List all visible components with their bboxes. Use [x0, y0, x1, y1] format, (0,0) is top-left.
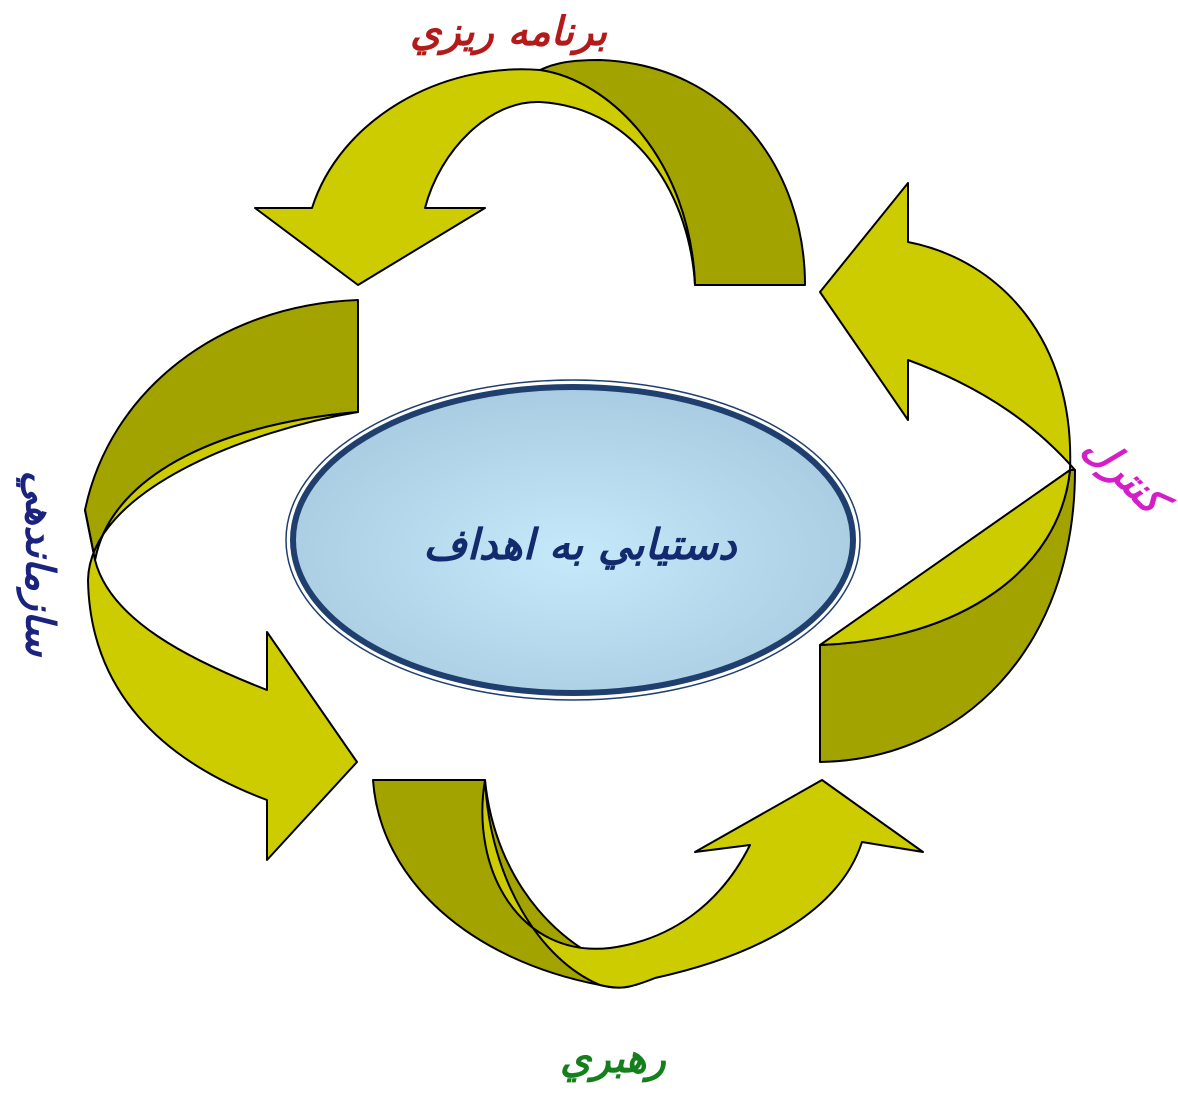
right-arrow	[819, 182, 1076, 763]
bottom-arrow	[372, 779, 924, 989]
left-arrow	[84, 299, 359, 861]
top-arrow	[254, 59, 806, 286]
organizing-label: سازماندهي	[16, 470, 64, 657]
center-goal-text: دستيابي به اهداف	[423, 520, 737, 569]
leading-label: رهبري	[560, 1035, 666, 1082]
center-ellipse	[285, 379, 861, 701]
bottom-arrow-front	[481, 779, 924, 989]
planning-label: برنامه ريزي	[410, 8, 608, 55]
left-arrow-front	[84, 411, 359, 861]
right-arrow-front	[819, 182, 1076, 646]
top-arrow-front	[254, 68, 696, 286]
